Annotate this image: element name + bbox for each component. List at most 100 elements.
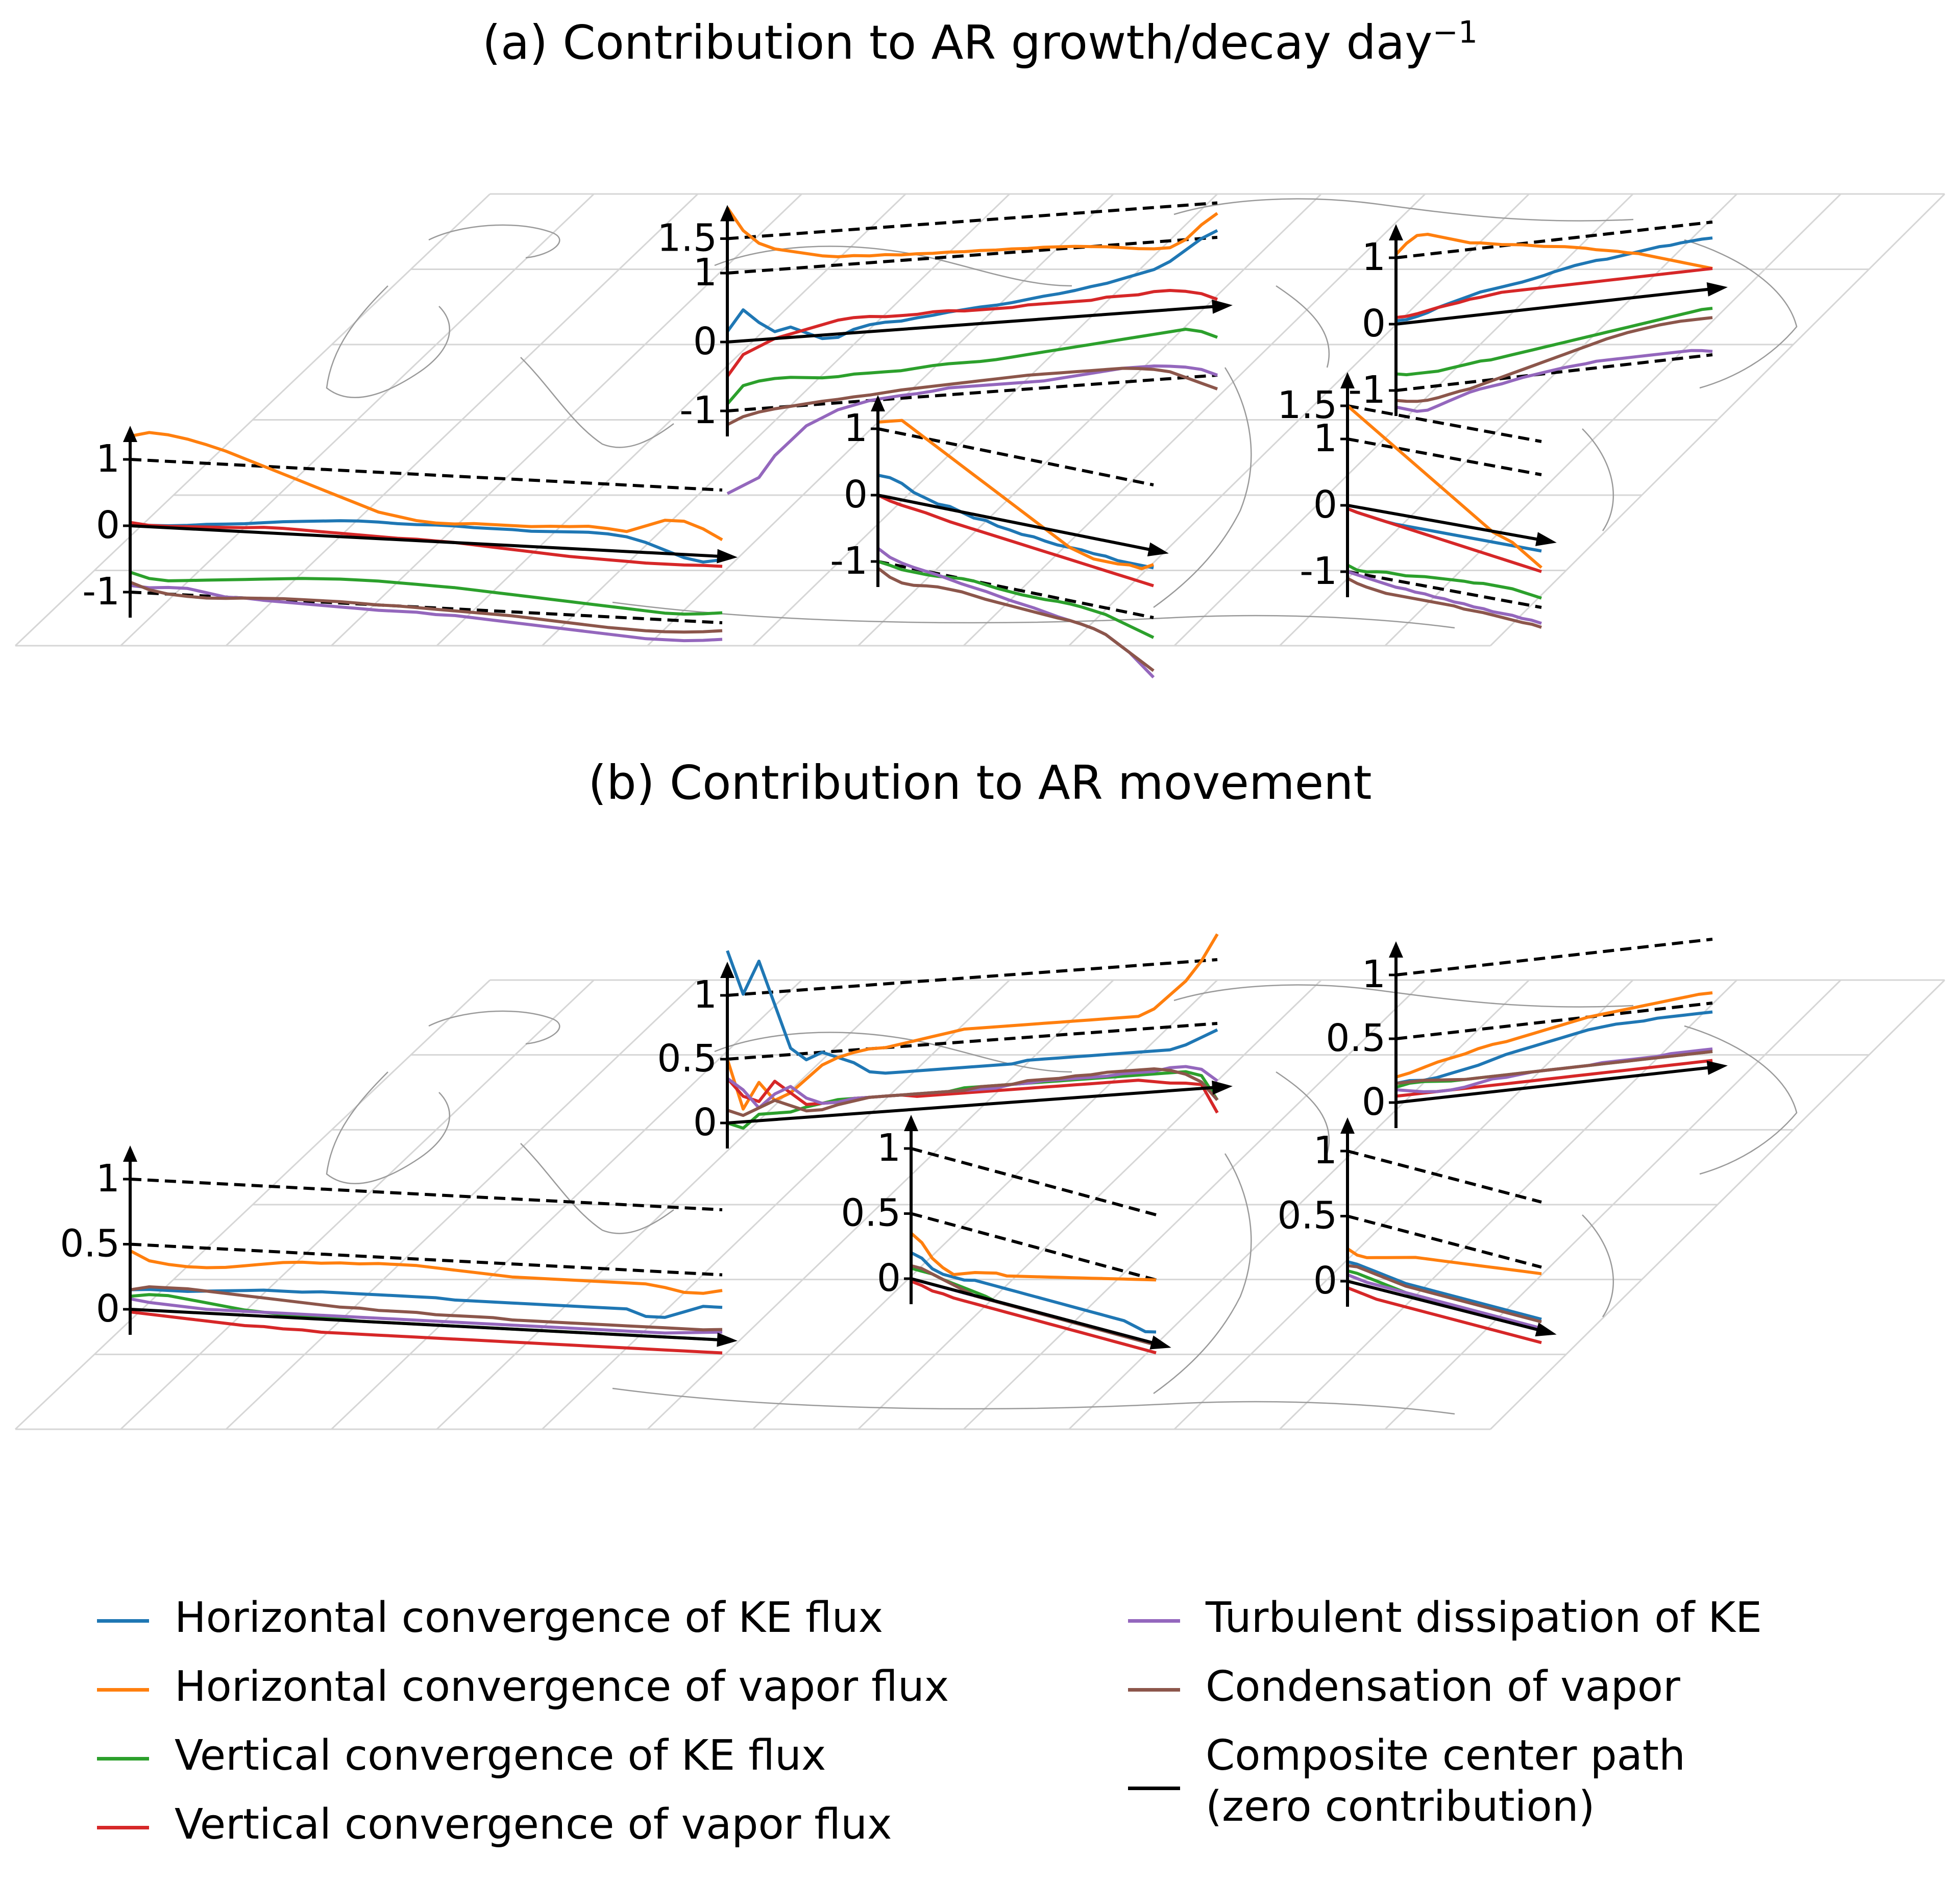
legend-item-turbulent: Turbulent dissipation of KE bbox=[1128, 1593, 1762, 1649]
reference-dashed-line bbox=[727, 374, 1218, 412]
inset-b-south-2: 00.51 bbox=[1277, 1117, 1557, 1345]
y-tick-label: 0 bbox=[96, 503, 120, 547]
map-gridline bbox=[542, 193, 1010, 647]
reference-dashed-line bbox=[877, 560, 1154, 619]
coastline bbox=[1276, 285, 1330, 368]
map-gridline bbox=[1384, 193, 1842, 647]
map-gridline bbox=[857, 979, 1322, 1430]
y-tick-label: 1.5 bbox=[1277, 383, 1337, 427]
reference-dashed-line bbox=[1395, 353, 1713, 392]
legend-item-condensation: Condensation of vapor bbox=[1128, 1661, 1680, 1718]
legend-label: Vertical convergence of vapor flux bbox=[175, 1800, 892, 1849]
inset-b-south-1: 00.51 bbox=[841, 1115, 1171, 1355]
reference-dashed-line bbox=[877, 427, 1154, 486]
y-axis-arrowhead bbox=[1389, 224, 1403, 240]
legend-label: Vertical convergence of KE flux bbox=[175, 1731, 826, 1780]
coastline bbox=[1276, 1071, 1330, 1154]
inset-b-central: 00.51 bbox=[657, 933, 1233, 1148]
y-tick-label: 1 bbox=[844, 406, 868, 450]
map-gridline bbox=[542, 979, 1010, 1430]
coastline bbox=[612, 1387, 1455, 1415]
legend-swatch bbox=[97, 1757, 149, 1761]
series-line-horizontal-vapor bbox=[1395, 991, 1713, 1079]
center-path-line bbox=[1347, 1280, 1552, 1335]
series-line-horizontal-vapor bbox=[877, 419, 1154, 571]
reference-dashed-line bbox=[727, 1022, 1218, 1061]
panel-a-title-text: (a) Contribution to AR growth/decay day bbox=[482, 15, 1433, 70]
series-line-vertical-ke bbox=[130, 571, 723, 616]
legend-label: Horizontal convergence of KE flux bbox=[175, 1594, 884, 1642]
center-path-line bbox=[911, 1277, 1167, 1348]
panel-a-title-superscript: −1 bbox=[1432, 14, 1478, 51]
coastline bbox=[520, 357, 674, 448]
series-line-horizontal-vapor bbox=[129, 1249, 723, 1295]
center-path-line bbox=[130, 524, 733, 559]
coastline bbox=[326, 1071, 451, 1185]
coastline bbox=[1153, 367, 1252, 608]
center-path-line bbox=[877, 494, 1164, 554]
center-path-arrowhead bbox=[1149, 1335, 1171, 1350]
panel-b-map bbox=[14, 979, 1946, 1430]
y-tick-label: -1 bbox=[679, 388, 717, 432]
series-line-turbulent bbox=[1395, 349, 1713, 413]
map-gridline bbox=[225, 979, 699, 1430]
series-line-condensation bbox=[1347, 1264, 1542, 1324]
legend-label: Composite center path (zero contribution… bbox=[1206, 1731, 1685, 1831]
center-path-arrowhead bbox=[717, 549, 738, 564]
center-path-arrowhead bbox=[1212, 1080, 1233, 1095]
map-gridline bbox=[14, 979, 491, 1430]
y-tick-label: 1 bbox=[96, 437, 120, 481]
series-line-horizontal-ke bbox=[910, 1251, 1157, 1334]
map-gridline bbox=[225, 193, 699, 647]
series-line-turbulent bbox=[877, 547, 1155, 679]
map-gridline bbox=[752, 979, 1218, 1430]
legend-label: Turbulent dissipation of KE bbox=[1206, 1594, 1762, 1642]
legend-swatch bbox=[1128, 1787, 1180, 1790]
y-axis-arrowhead bbox=[720, 962, 734, 978]
center-path-arrowhead bbox=[1212, 299, 1233, 314]
y-tick-label: 0 bbox=[1362, 1080, 1386, 1124]
series-line-vertical-vapor bbox=[130, 1310, 723, 1355]
center-path-line bbox=[1395, 286, 1723, 326]
y-tick-label: 1 bbox=[1313, 417, 1337, 460]
map-gridline bbox=[120, 193, 595, 647]
series-line-vertical-vapor bbox=[726, 1077, 1219, 1114]
series-line-condensation bbox=[1395, 1050, 1713, 1085]
y-axis-arrowhead bbox=[1389, 941, 1403, 958]
y-tick-label: 0 bbox=[96, 1287, 120, 1331]
y-tick-label: 0 bbox=[1313, 1259, 1337, 1303]
legend-swatch bbox=[1128, 1619, 1180, 1623]
center-path-arrowhead bbox=[1706, 1061, 1728, 1075]
coastline bbox=[326, 285, 451, 399]
legend-item-horizontal-ke: Horizontal convergence of KE flux bbox=[97, 1593, 883, 1649]
y-tick-label: 1 bbox=[1362, 952, 1386, 996]
series-line-vertical-vapor bbox=[910, 1280, 1157, 1355]
legend-swatch bbox=[97, 1826, 149, 1829]
map-gridline bbox=[1068, 979, 1530, 1430]
coastline bbox=[1684, 239, 1798, 389]
coastline bbox=[1582, 1214, 1614, 1317]
series-line-vertical-vapor bbox=[877, 494, 1154, 588]
map-gridline bbox=[647, 979, 1114, 1430]
series-line-condensation bbox=[727, 1067, 1219, 1117]
coastline bbox=[612, 601, 1455, 629]
coastline bbox=[1153, 1153, 1252, 1395]
reference-dashed-line bbox=[911, 1212, 1157, 1282]
y-tick-label: 0 bbox=[1362, 302, 1386, 346]
series-line-horizontal-vapor bbox=[130, 431, 723, 542]
center-path-arrowhead bbox=[1535, 532, 1557, 546]
panel-a-title: (a) Contribution to AR growth/decay day−… bbox=[0, 15, 1960, 70]
y-axis-arrowhead bbox=[904, 1115, 918, 1131]
coastline bbox=[428, 224, 560, 259]
reference-dashed-line bbox=[727, 201, 1218, 240]
series-line-turbulent bbox=[130, 1297, 723, 1335]
y-axis-arrowhead bbox=[871, 395, 885, 411]
series-line-vertical-vapor bbox=[1395, 267, 1713, 319]
reference-dashed-line bbox=[1347, 1214, 1542, 1269]
y-tick-label: 0 bbox=[844, 473, 868, 517]
reference-dashed-line bbox=[1395, 221, 1713, 259]
map-gridline bbox=[1068, 193, 1530, 647]
